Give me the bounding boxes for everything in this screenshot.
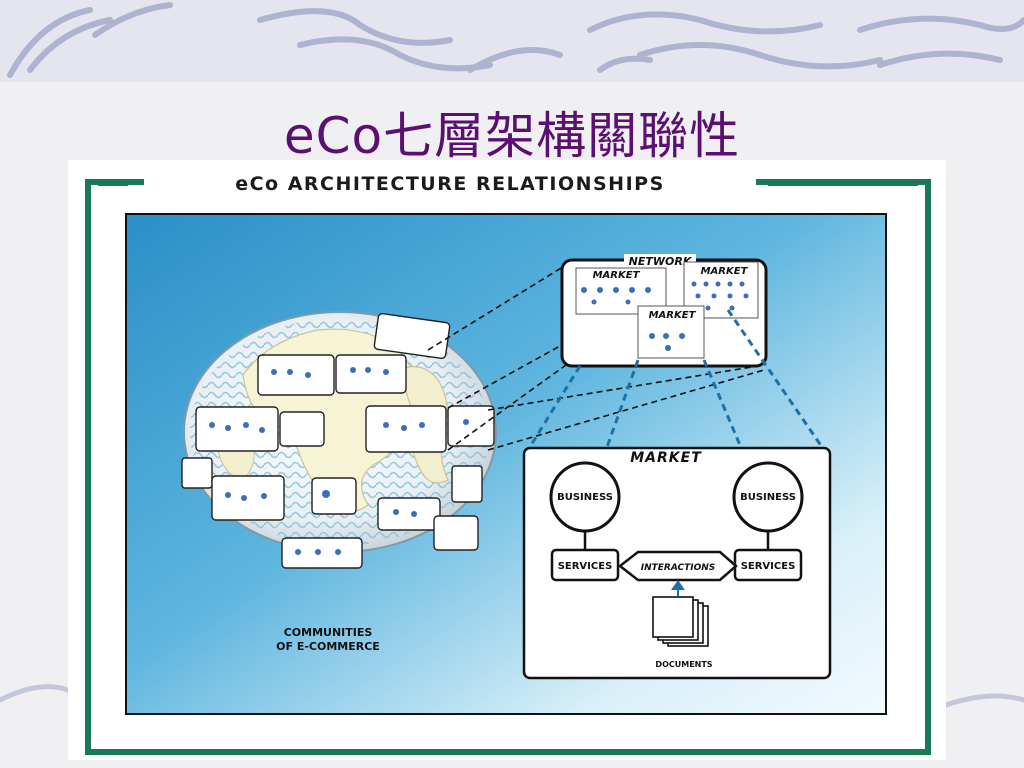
network-market-3: MARKET bbox=[649, 310, 697, 321]
market-label: MARKET bbox=[630, 450, 702, 466]
services-left-label: SERVICES bbox=[558, 561, 613, 572]
interactions-label: INTERACTIONS bbox=[641, 563, 716, 573]
title-cjk: 七層架構關聯性 bbox=[383, 107, 741, 165]
communities-line2: OF E-COMMERCE bbox=[276, 640, 380, 653]
market-box: MARKET BUSINESS BUSINESS SERVICES SERVIC… bbox=[522, 446, 832, 680]
globe-to-network-lines bbox=[427, 264, 765, 451]
architecture-diagram: eCo ARCHITECTURE RELATIONSHIPS bbox=[85, 173, 931, 755]
architecture-figure: eCo ARCHITECTURE RELATIONSHIPS bbox=[68, 160, 946, 760]
communities-line1: COMMUNITIES bbox=[284, 626, 373, 639]
network-market-1: MARKET bbox=[593, 270, 641, 281]
network-label: NETWORK bbox=[629, 255, 693, 268]
documents-icon bbox=[652, 596, 709, 647]
banner-title: eCo ARCHITECTURE RELATIONSHIPS bbox=[235, 173, 665, 195]
interactions-node bbox=[617, 550, 738, 582]
network-to-market-lines bbox=[526, 309, 826, 451]
globe-card-nodes bbox=[209, 367, 469, 555]
title-latin: eCo bbox=[283, 107, 384, 165]
services-right-label: SERVICES bbox=[741, 561, 796, 572]
documents-label: DOCUMENTS bbox=[655, 660, 712, 669]
business-left-label: BUSINESS bbox=[557, 492, 613, 503]
slide-title: eCo七層架構關聯性 bbox=[0, 96, 1024, 168]
network-market-2: MARKET bbox=[701, 266, 749, 277]
services-left-box bbox=[550, 548, 620, 582]
network-box: NETWORK MARKET MARKET MARKET bbox=[560, 254, 768, 368]
documents-arrow-icon bbox=[671, 580, 685, 590]
business-right-label: BUSINESS bbox=[740, 492, 796, 503]
